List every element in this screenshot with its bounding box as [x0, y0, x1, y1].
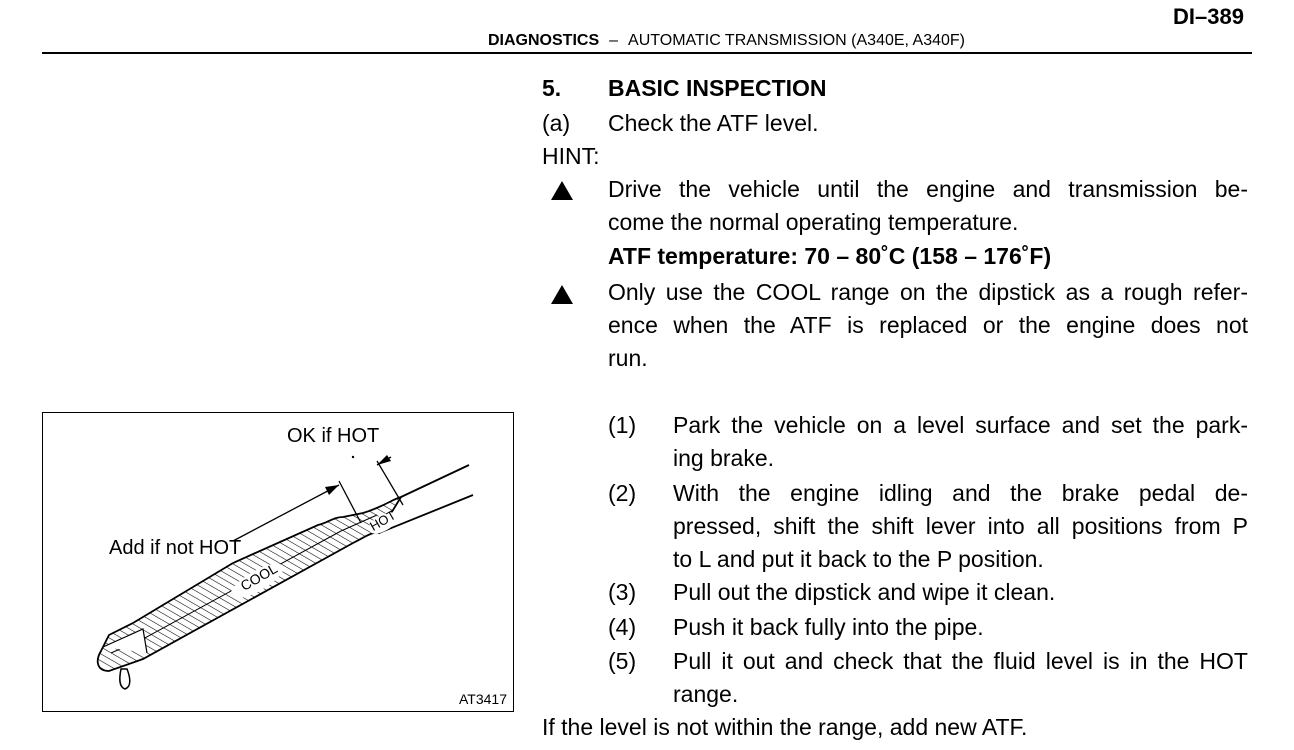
atf-temperature-spec: ATF temperature: 70 – 80˚C (158 – 176˚F): [608, 243, 1052, 269]
step-1-line-2: ing brake.: [673, 445, 775, 471]
hint-1-line-1: Drive the vehicle until the engine and t…: [608, 176, 1248, 202]
label-add-if-not-hot: Add if not HOT: [109, 537, 242, 559]
step-a-label: (a): [542, 110, 571, 136]
step-2-number: (2): [608, 480, 637, 506]
label-ok-if-hot: OK if HOT: [287, 425, 380, 447]
header-rule: [42, 52, 1252, 54]
figure-code: AT3417: [459, 691, 507, 707]
header-subtitle: AUTOMATIC TRANSMISSION (A340E, A340F): [628, 32, 966, 49]
step-3-line-1: Pull out the dipstick and wipe it clean.: [673, 579, 1056, 605]
dipstick-illustration: [96, 455, 474, 690]
triangle-bullet-icon: [551, 285, 573, 304]
hint-label: HINT:: [542, 143, 600, 169]
page-number: DI–389: [1173, 4, 1244, 29]
hint-2-line-3: run.: [608, 345, 648, 371]
step-4-line-1: Push it back fully into the pipe.: [673, 614, 984, 640]
step-2-line-1: With the engine idling and the brake ped…: [673, 480, 1248, 506]
step-5-line-1: Pull it out and check that the fluid lev…: [673, 648, 1248, 674]
section-number: 5.: [542, 75, 562, 101]
dipstick-figure: OK if HOT Add if not HOT COOL HOT AT3417: [42, 412, 514, 712]
step-5-line-2: range.: [673, 681, 739, 707]
step-1-line-1: Park the vehicle on a level surface and …: [673, 412, 1248, 438]
hint-2-line-2: ence when the ATF is replaced or the eng…: [608, 312, 1248, 338]
step-1-number: (1): [608, 412, 637, 438]
section-title: BASIC INSPECTION: [608, 75, 827, 101]
step-4-number: (4): [608, 614, 637, 640]
hint-1-line-2: come the normal operating temperature.: [608, 209, 1019, 235]
step-a-text: Check the ATF level.: [608, 110, 819, 136]
step-3-number: (3): [608, 579, 637, 605]
hint-2-line-1: Only use the COOL range on the dipstick …: [608, 279, 1248, 305]
closing-note: If the level is not within the range, ad…: [542, 714, 1028, 740]
step-2-line-3: to L and put it back to the P position.: [673, 546, 1044, 572]
header-separator: –: [609, 32, 619, 49]
triangle-bullet-icon: [551, 181, 573, 200]
running-header: DIAGNOSTICS–AUTOMATIC TRANSMISSION (A340…: [488, 32, 965, 50]
step-2-line-2: pressed, shift the shift lever into all …: [673, 513, 1248, 539]
step-5-number: (5): [608, 648, 637, 674]
header-section: DIAGNOSTICS: [488, 32, 600, 49]
